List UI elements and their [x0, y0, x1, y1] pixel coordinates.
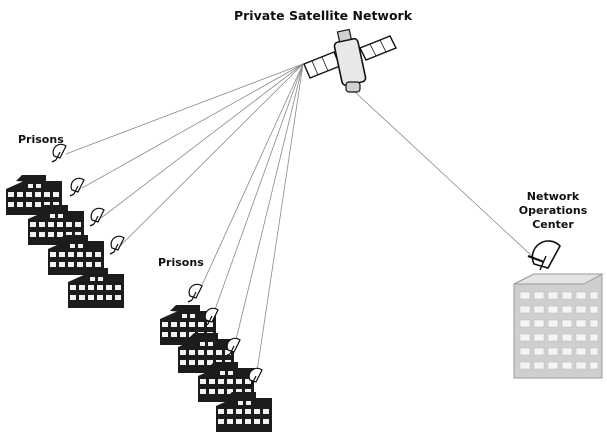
- link-line: [233, 63, 304, 349]
- link-line: [100, 63, 304, 219]
- prisons-label-middle: Prisons: [158, 256, 204, 269]
- satellite-dish-icon: [109, 235, 125, 255]
- office-building-icon: [513, 273, 604, 379]
- link-line: [197, 63, 304, 295]
- noc-label-line-1: Network: [527, 190, 580, 203]
- uplink-lines: [65, 63, 534, 379]
- link-line: [255, 63, 304, 379]
- link-line: [65, 63, 304, 155]
- prison-group-left: [6, 143, 125, 308]
- link-line: [211, 63, 304, 319]
- diagram-title: Private Satellite Network: [234, 8, 413, 23]
- satellite-dish-icon: [187, 283, 203, 303]
- link-line: [354, 91, 534, 258]
- noc-label-line-3: Center: [532, 218, 574, 231]
- link-line: [119, 63, 304, 247]
- satellite-dish-icon: [69, 177, 85, 197]
- noc-label-line-2: Operations: [519, 204, 588, 217]
- satellite-dish-icon: [51, 143, 67, 163]
- satellite-dish-icon: [527, 240, 561, 271]
- link-line: [81, 63, 304, 189]
- satellite-icon: [303, 28, 397, 93]
- prisons-label-left: Prisons: [18, 133, 64, 146]
- noc-label: Network Operations Center: [519, 190, 588, 231]
